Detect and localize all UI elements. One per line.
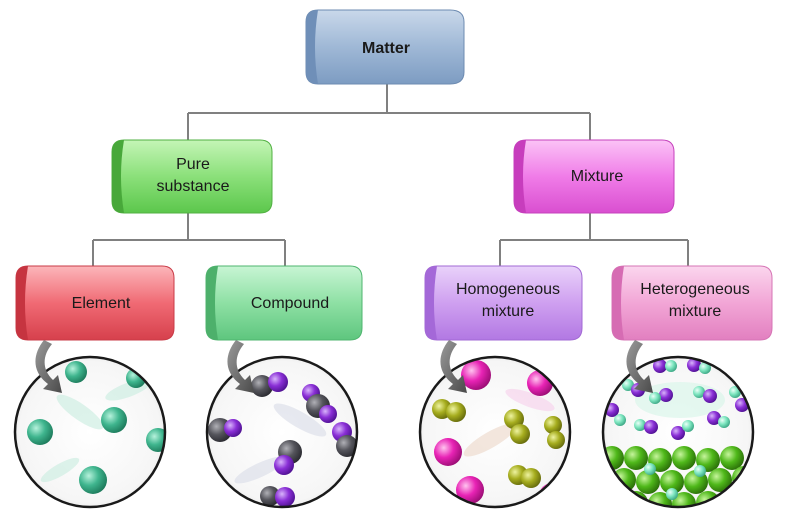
- element-particles: [13, 355, 167, 509]
- compound-particles: [205, 355, 359, 509]
- homogeneous-label-line2: mixture: [482, 303, 535, 320]
- heterogeneous-arrow-icon: [626, 340, 653, 393]
- matter-node: Matter: [305, 9, 465, 85]
- compound-label: Compound: [251, 295, 329, 312]
- mixture-label: Mixture: [571, 168, 624, 185]
- homogeneous-label-line1: Homogeneous: [456, 281, 560, 298]
- heterogeneous-mixture-node: Heterogeneous mixture: [611, 265, 773, 341]
- element-node: Element: [15, 265, 175, 341]
- pure-substance-node: Pure substance: [111, 139, 273, 214]
- pure-substance-label-line2: substance: [157, 178, 230, 195]
- compound-arrow-icon: [227, 340, 254, 393]
- heterogeneous-label-line1: Heterogeneous: [640, 281, 749, 298]
- heterogeneous-particles: [601, 355, 755, 509]
- homogeneous-mixture-node: Homogeneous mixture: [424, 265, 583, 341]
- element-arrow-icon: [35, 340, 62, 393]
- homogeneous-particles: [418, 355, 572, 509]
- element-label: Element: [72, 295, 131, 312]
- heterogeneous-label-line2: mixture: [669, 303, 722, 320]
- homogeneous-arrow-icon: [440, 340, 467, 393]
- mixture-node: Mixture: [513, 139, 675, 214]
- matter-label: Matter: [362, 40, 410, 57]
- compound-node: Compound: [205, 265, 363, 341]
- pure-substance-label-line1: Pure: [176, 156, 210, 173]
- connector-lines: [92, 84, 689, 266]
